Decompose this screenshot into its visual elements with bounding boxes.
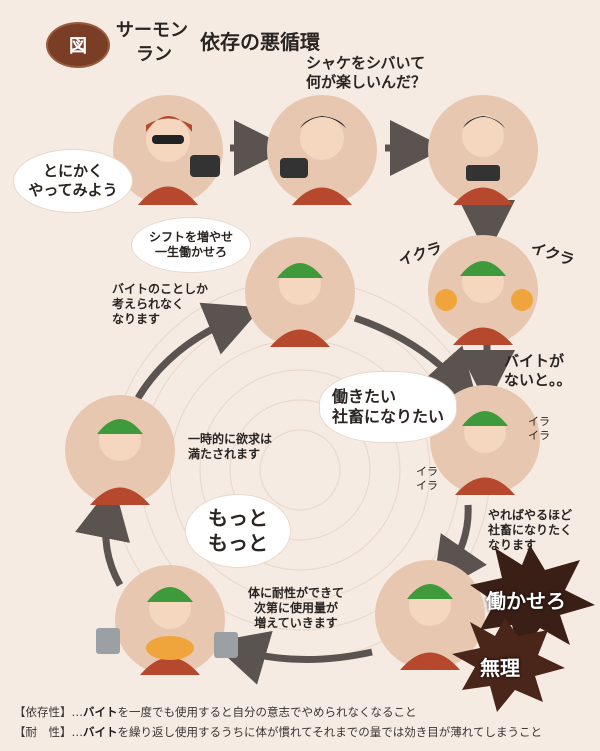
question-text: シャケをシバいて 何が楽しいんだ？ <box>306 54 427 91</box>
figure-capped-ikura <box>435 261 533 345</box>
figure-capped-satisfied <box>90 419 150 505</box>
figure-playing <box>453 115 513 205</box>
no-job-text: バイトが ないと。。 <box>504 352 572 389</box>
stamp-impossible <box>452 618 565 712</box>
figure-badge: 図 <box>46 22 110 68</box>
speech-bubble-shift: シフトを増やせ 一生働かせろ <box>132 218 250 272</box>
series-name-line2: ラン <box>136 44 172 65</box>
arrow-cycle-bottom <box>211 630 373 685</box>
speech-bubble-start: とにかく やってみよう <box>14 150 132 212</box>
figure-capped-shouting <box>400 584 460 670</box>
legend-dependency: 【依存性】…バイトを一度でも使用すると自分の意志でやめられなくなること <box>14 705 417 719</box>
satisfied-text: 一時的に欲求は 満たされます <box>188 432 273 461</box>
think-only-text: バイトのことしか 考えられなく なります <box>112 282 209 326</box>
irra-text-1: イラ イラ <box>528 415 550 442</box>
page-title: 依存の悪循環 <box>200 30 320 54</box>
shout-no-text: 無理 <box>480 656 520 680</box>
shout-work-text: 働かせろ <box>486 589 566 613</box>
figure-capped-irritated <box>455 411 515 495</box>
series-name-line1: サーモン <box>116 20 188 41</box>
arrow-cycle-top-left <box>135 302 262 400</box>
speech-bubble-work: 働きたい 社畜になりたい <box>320 372 456 442</box>
arrow-cycle-left-up <box>75 482 130 587</box>
figure-sunglasses <box>138 116 220 205</box>
figure-capped-thinking <box>270 263 330 347</box>
speech-bubble-more: もっと もっと <box>186 495 290 567</box>
arrow-cycle-top-right <box>353 314 479 406</box>
figure-confused <box>280 116 352 205</box>
more-want-text: やればやるほど 社畜になりたく なります <box>488 508 573 552</box>
irra-text-2: イラ イラ <box>416 465 438 492</box>
tolerance-text: 体に耐性ができて 次第に使用量が 増えていきます <box>248 586 345 630</box>
stamp-work <box>470 545 595 655</box>
figure-capped-eating <box>96 587 238 675</box>
legend-tolerance: 【耐 性】…バイトを繰り返し使用するうちに体が慣れてそれまでの量では効き目が薄れ… <box>14 725 542 739</box>
